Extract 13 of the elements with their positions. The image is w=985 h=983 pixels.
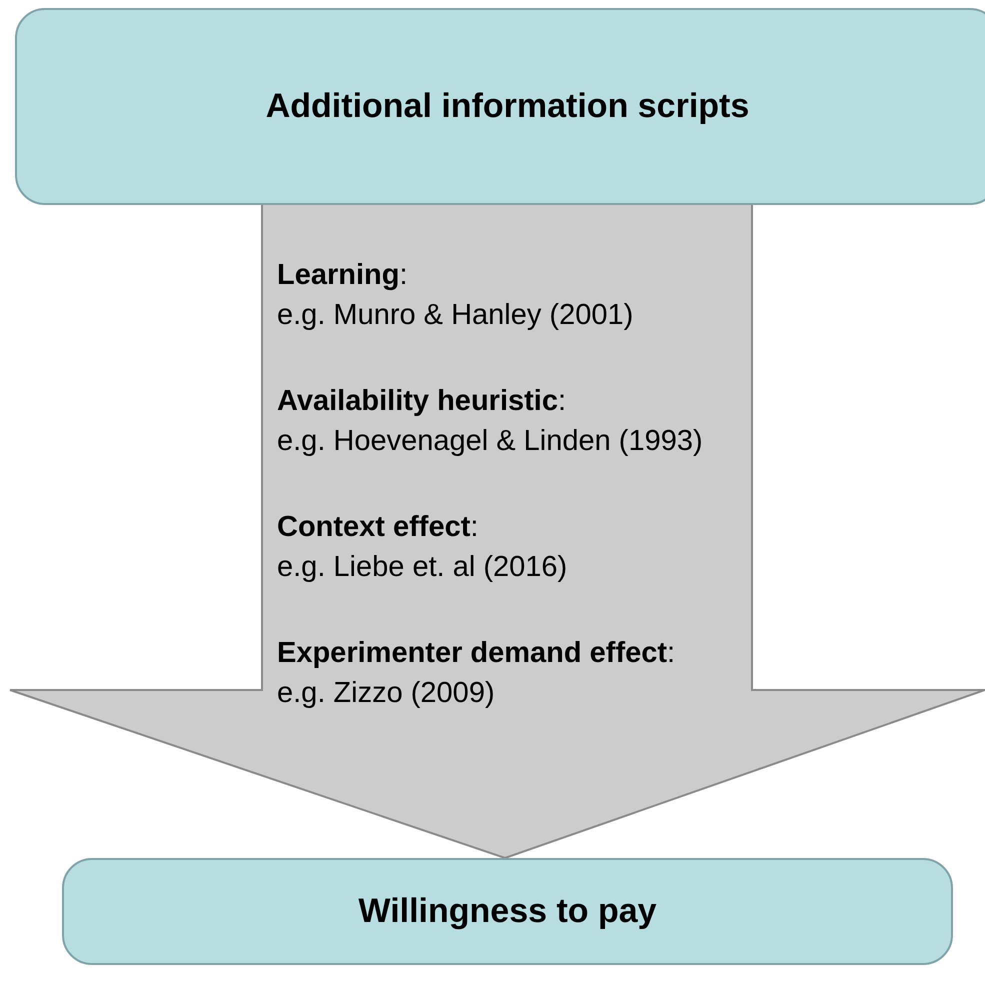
reference-text: e.g. Hoevenagel & Linden (1993) xyxy=(277,424,704,459)
process-box xyxy=(15,8,985,205)
effect-heading: Context effect: xyxy=(277,510,480,545)
reference-text: e.g. Liebe et. al (2016) xyxy=(277,550,568,585)
box-title: Willingness to pay xyxy=(358,892,657,931)
process-box xyxy=(62,858,953,965)
effect-heading: Learning: xyxy=(277,258,409,293)
box-title: Additional information scripts xyxy=(266,87,750,126)
effect-heading: Experimenter demand effect: xyxy=(277,636,676,671)
effect-heading: Availability heuristic: xyxy=(277,384,568,419)
reference-text: e.g. Zizzo (2009) xyxy=(277,676,496,711)
block-arrow xyxy=(9,202,985,860)
reference-text: e.g. Munro & Hanley (2001) xyxy=(277,298,634,333)
